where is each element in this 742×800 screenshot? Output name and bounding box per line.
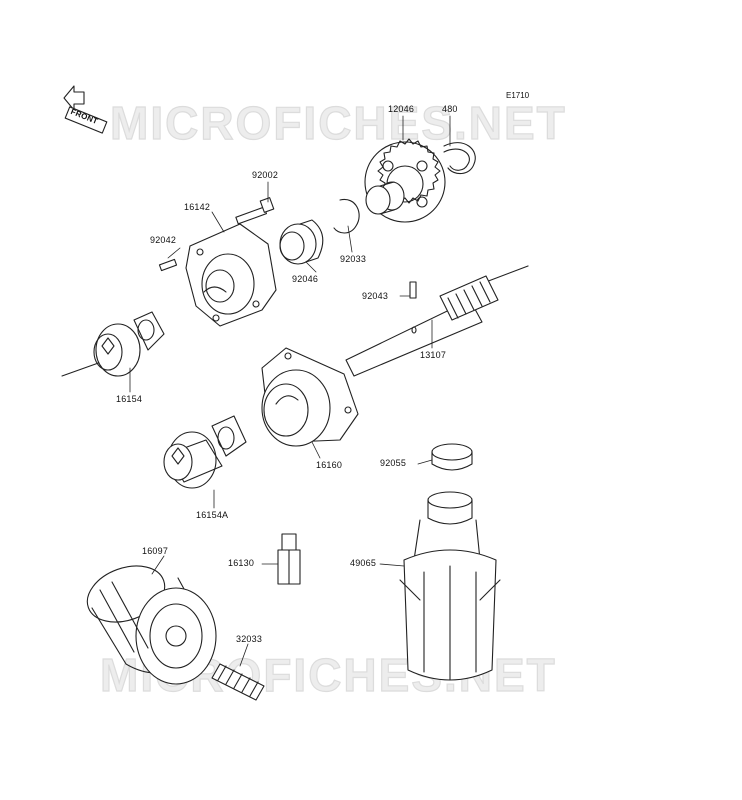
part-label-16154: 16154 (116, 394, 143, 404)
oil-filter-16097 (86, 565, 217, 685)
cap-92055 (431, 443, 473, 471)
rotor-set-16154 (93, 311, 165, 377)
bearing-92046 (279, 219, 324, 265)
front-arrow-icon (63, 85, 108, 134)
part-label-92042: 92042 (150, 235, 177, 245)
part-label-92002: 92002 (252, 170, 279, 180)
spring-32033 (211, 663, 265, 701)
part-label-92033: 92033 (340, 254, 367, 264)
part-label-13107: 13107 (420, 350, 447, 360)
shaft-13107 (345, 275, 499, 377)
part-label-32033: 32033 (236, 634, 263, 644)
bolt-92002 (235, 197, 275, 225)
rotor-set-16154A (163, 415, 247, 489)
part-label-16160: 16160 (316, 460, 343, 470)
fitting-16130 (277, 533, 301, 585)
part-label-16097: 16097 (142, 546, 169, 556)
snap-ring-480 (443, 142, 476, 175)
part-label-480: 480 (442, 104, 458, 114)
part-label-12046: 12046 (388, 104, 415, 114)
part-label-16142: 16142 (184, 202, 211, 212)
part-label-49065: 49065 (350, 558, 377, 568)
circlip-92033 (333, 198, 360, 234)
part-label-16130: 16130 (228, 558, 255, 568)
strainer-49065 (399, 491, 501, 681)
part-label-92043: 92043 (362, 291, 389, 301)
pin-92043 (409, 281, 417, 299)
gear-12046 (364, 138, 446, 223)
pump-body-16160 (261, 347, 359, 447)
pump-cover-16142 (185, 223, 277, 327)
part-label-16154A: 16154A (196, 510, 229, 520)
part-label-92046: 92046 (292, 274, 319, 284)
watermark-top: MICROFICHES.NET (109, 96, 567, 149)
part-label-92055: 92055 (380, 458, 407, 468)
pin-92042 (158, 258, 178, 272)
diagram-code: E1710 (506, 91, 530, 100)
